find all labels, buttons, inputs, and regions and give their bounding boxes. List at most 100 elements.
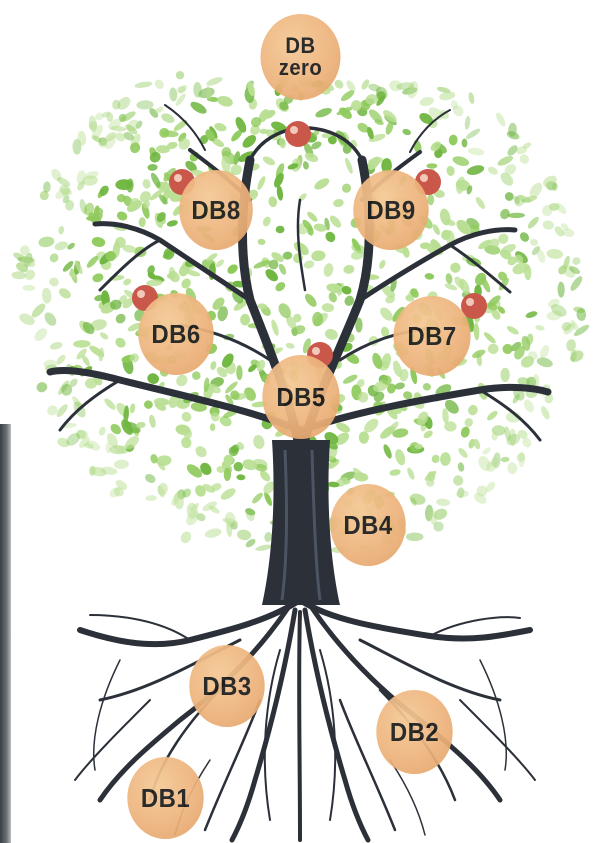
leaf [275, 282, 286, 292]
leaf [570, 319, 580, 332]
leaf [450, 100, 459, 110]
fruit-highlight [290, 126, 298, 134]
leaf [431, 454, 440, 464]
leaf [49, 277, 59, 287]
leaf [543, 175, 557, 187]
leaf [389, 469, 401, 476]
leaf [115, 337, 126, 348]
leaf [506, 131, 520, 140]
leaf [475, 197, 485, 209]
leaf [497, 155, 514, 166]
leaf [252, 492, 263, 504]
leaf [206, 253, 218, 262]
leaf [303, 260, 315, 269]
leaf [424, 273, 435, 280]
leaf [570, 349, 584, 361]
leaf [517, 429, 528, 439]
leaf [514, 345, 525, 360]
leaf [491, 309, 501, 320]
leaf [345, 157, 353, 174]
leaf [506, 433, 521, 446]
leaf [265, 269, 278, 282]
leaf [237, 529, 252, 541]
leaf [271, 252, 284, 263]
leaf [210, 412, 220, 422]
leaf [221, 147, 232, 158]
leaf [90, 467, 107, 477]
leaf [126, 200, 143, 212]
leaf [181, 278, 191, 289]
leaf [466, 185, 473, 195]
leaf [108, 118, 122, 130]
leaf [264, 532, 273, 542]
leaf [100, 466, 118, 475]
leaf [547, 298, 560, 308]
leaf [205, 129, 216, 142]
leaf [436, 498, 451, 507]
leaf [166, 220, 178, 227]
leaf [314, 178, 330, 190]
leaf [150, 454, 158, 464]
fruit-highlight [420, 174, 428, 182]
leaf [305, 293, 317, 307]
leaf [208, 505, 220, 514]
leaf [506, 326, 519, 335]
leaf [73, 340, 91, 348]
leaf [560, 223, 569, 231]
leaf [466, 165, 485, 175]
leaf [433, 521, 444, 532]
leaf [150, 172, 161, 188]
leaf [114, 236, 126, 248]
fruit [285, 121, 311, 147]
leaf [186, 502, 198, 519]
leaf [468, 147, 485, 156]
leaf [381, 284, 395, 298]
leaf [86, 255, 99, 268]
leaf [235, 117, 247, 133]
leaf [562, 228, 575, 238]
leaf [123, 278, 132, 286]
leaf [383, 109, 397, 123]
leaf [149, 151, 161, 163]
leaf [446, 165, 455, 176]
leaf [180, 531, 192, 544]
leaf [57, 437, 70, 448]
leaf [136, 100, 154, 110]
badge-db6: DB6 [138, 293, 214, 375]
leaf [516, 195, 532, 203]
leaf [211, 483, 222, 491]
leaf [264, 491, 273, 506]
leaf [226, 521, 233, 537]
leaf [375, 86, 388, 100]
leaf [47, 405, 58, 416]
leaf [444, 421, 457, 432]
leaf [123, 132, 134, 141]
leaf [182, 488, 191, 498]
leaf [176, 374, 188, 387]
leaf [231, 129, 243, 142]
badge-db8-label: DB8 [191, 195, 241, 225]
leaf [20, 245, 30, 256]
leaf [110, 299, 122, 310]
badge-db8: DB8 [179, 170, 253, 250]
leaf [407, 467, 415, 480]
leaf [423, 430, 433, 439]
leaf [245, 508, 256, 516]
leaf [439, 91, 456, 101]
leaf [44, 312, 57, 326]
badge-db3: DB3 [189, 645, 265, 727]
leaf [154, 106, 164, 114]
leaf [570, 350, 577, 362]
leaf [333, 199, 344, 207]
leaf [311, 141, 322, 150]
leaf [136, 421, 146, 429]
leaf [481, 277, 491, 293]
leaf [410, 288, 419, 298]
badge-dbzero: DB zero [260, 14, 341, 100]
leaf [517, 377, 530, 387]
leaf [186, 464, 203, 478]
tree-trunk [262, 440, 340, 605]
leaf [74, 260, 83, 275]
leaf [334, 79, 344, 89]
leaf [525, 311, 538, 318]
